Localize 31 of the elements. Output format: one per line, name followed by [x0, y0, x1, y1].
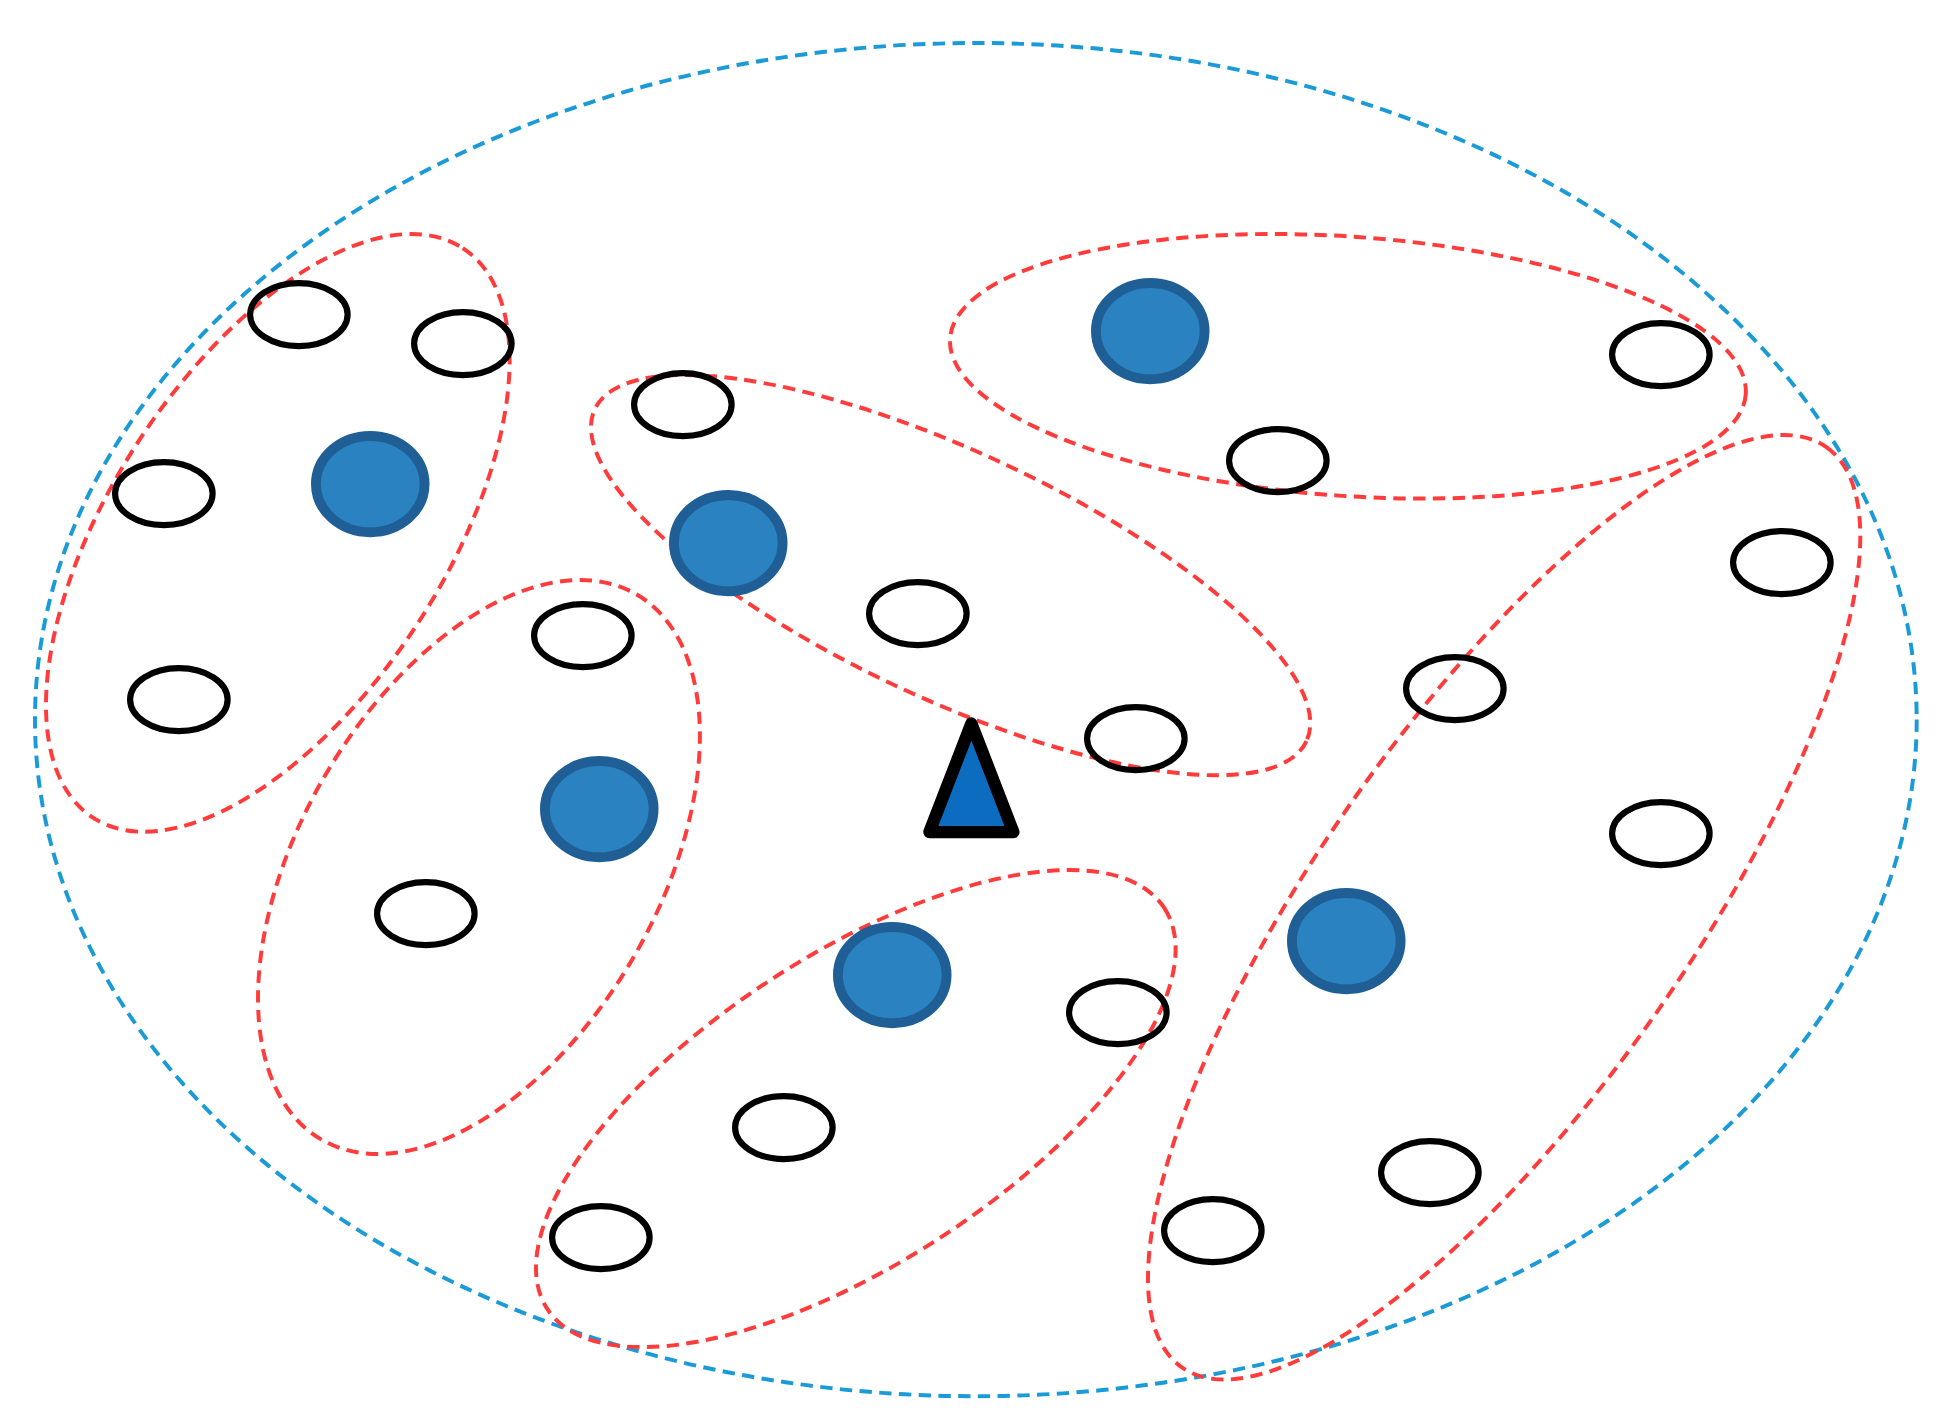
dashed-ellipse — [535, 870, 1176, 1348]
filled-circle — [669, 490, 788, 597]
dashed-ellipse — [1147, 435, 1860, 1380]
open-circle — [549, 1202, 654, 1272]
open-circle — [732, 1092, 836, 1162]
open-circle — [246, 280, 351, 350]
open-circle — [374, 879, 478, 949]
open-circle — [1377, 1138, 1482, 1208]
open-circle — [630, 370, 735, 440]
dashed-ellipse — [258, 579, 700, 1154]
triangle-marker — [922, 716, 1022, 840]
open-circle — [1065, 977, 1170, 1047]
open-circle — [1608, 798, 1713, 868]
open-circle — [530, 601, 635, 671]
filled-circle — [311, 430, 430, 538]
open-circle — [411, 308, 515, 378]
open-circle — [112, 459, 217, 529]
filled-circle — [833, 922, 952, 1029]
open-circle — [1402, 654, 1507, 724]
open-circle — [1729, 528, 1834, 598]
open-circle — [1608, 319, 1713, 389]
open-circle — [865, 579, 970, 649]
dashed-ellipse — [34, 43, 1917, 1397]
filled-circle — [1091, 277, 1210, 384]
open-circle — [1084, 703, 1188, 773]
open-circle — [1226, 425, 1330, 496]
filled-circle — [539, 755, 659, 862]
open-circle — [1160, 1196, 1265, 1266]
filled-circle — [1286, 887, 1406, 994]
dashed-ellipse — [950, 234, 1747, 499]
open-circle — [127, 665, 231, 735]
